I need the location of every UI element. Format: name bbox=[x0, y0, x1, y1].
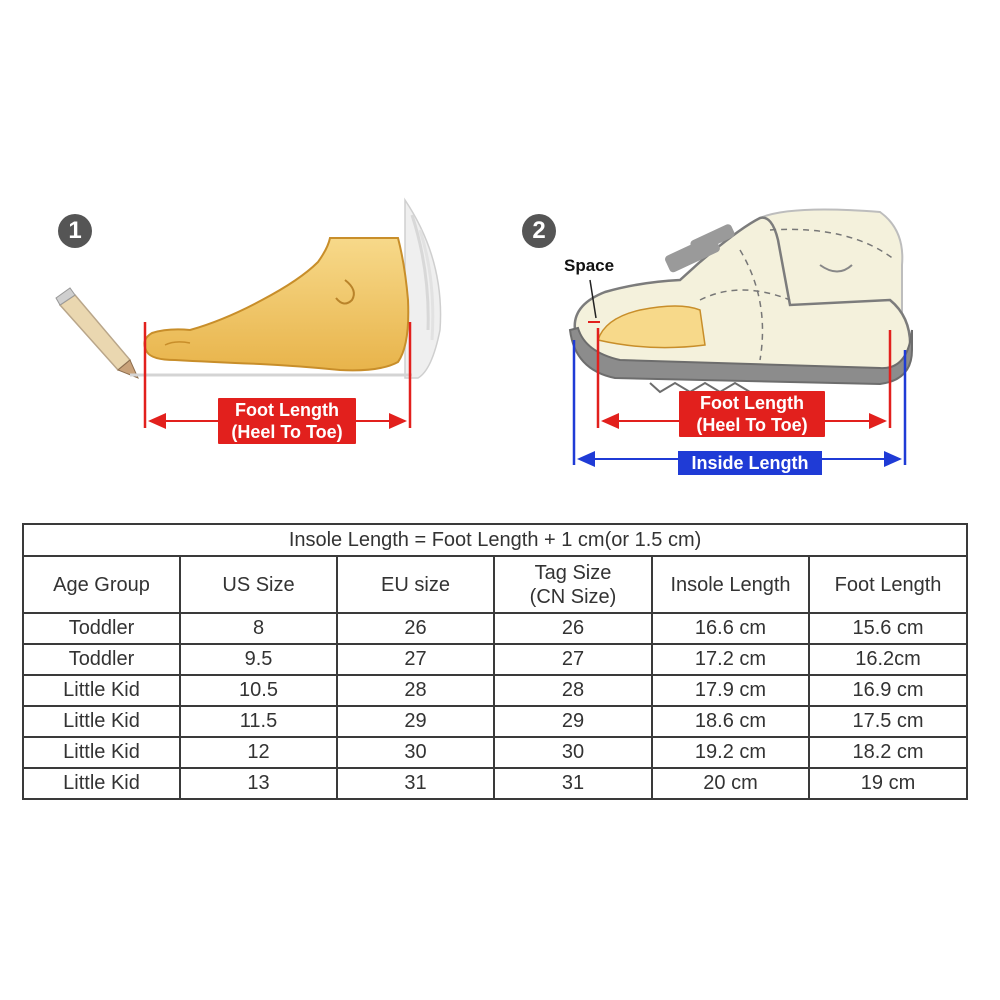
shoe-foot-length-label-line2: (Heel To Toe) bbox=[696, 415, 808, 435]
cell-us: 12 bbox=[179, 736, 338, 769]
cell-us: 10.5 bbox=[179, 674, 338, 707]
shoe-foot-length-label: Foot Length (Heel To Toe) bbox=[679, 391, 825, 437]
cell-foot: 18.2 cm bbox=[807, 736, 969, 769]
cell-insole: 16.6 cm bbox=[651, 612, 810, 645]
shoe-icon bbox=[568, 208, 913, 394]
table-row: Little Kid 12 30 30 19.2 cm 18.2 cm bbox=[22, 736, 969, 769]
cell-tag: 31 bbox=[493, 767, 653, 800]
table-row: Little Kid 13 31 31 20 cm 19 cm bbox=[22, 767, 969, 800]
cell-us: 9.5 bbox=[179, 643, 338, 676]
header-insole-length: Insole Length bbox=[651, 555, 810, 614]
header-us-size: US Size bbox=[179, 555, 338, 614]
cell-us: 13 bbox=[179, 767, 338, 800]
cell-us: 11.5 bbox=[179, 705, 338, 738]
cell-insole: 17.9 cm bbox=[651, 674, 810, 707]
cell-age: Little Kid bbox=[22, 736, 181, 769]
cell-age: Little Kid bbox=[22, 767, 181, 800]
cell-insole: 17.2 cm bbox=[651, 643, 810, 676]
cell-tag: 30 bbox=[493, 736, 653, 769]
table-row: Little Kid 11.5 29 29 18.6 cm 17.5 cm bbox=[22, 705, 969, 738]
header-row: Age Group US Size EU size Tag Size (CN S… bbox=[22, 555, 969, 614]
inside-length-label: Inside Length bbox=[678, 451, 822, 475]
space-label: Space bbox=[564, 256, 615, 275]
table-row: Toddler 9.5 27 27 17.2 cm 16.2cm bbox=[22, 643, 969, 676]
cell-foot: 16.9 cm bbox=[807, 674, 969, 707]
cell-us: 8 bbox=[179, 612, 338, 645]
step-two-badge: 2 bbox=[522, 214, 556, 248]
formula-row: Insole Length = Foot Length + 1 cm(or 1.… bbox=[21, 523, 969, 557]
foot-length-label-line1: Foot Length bbox=[235, 400, 339, 420]
table-row: Toddler 8 26 26 16.6 cm 15.6 cm bbox=[22, 612, 969, 645]
step-one-badge: 1 bbox=[58, 214, 92, 248]
cell-eu: 29 bbox=[336, 705, 495, 738]
cell-foot: 17.5 cm bbox=[807, 705, 969, 738]
cell-age: Toddler bbox=[22, 643, 181, 676]
cell-eu: 31 bbox=[336, 767, 495, 800]
cell-foot: 19 cm bbox=[807, 767, 969, 800]
cell-age: Little Kid bbox=[22, 674, 181, 707]
cell-eu: 26 bbox=[336, 612, 495, 645]
cell-age: Toddler bbox=[22, 612, 181, 645]
cell-eu: 28 bbox=[336, 674, 495, 707]
cell-age: Little Kid bbox=[22, 705, 181, 738]
measurement-illustrations bbox=[55, 197, 913, 467]
pencil-icon bbox=[55, 287, 139, 379]
table-row: Little Kid 10.5 28 28 17.9 cm 16.9 cm bbox=[22, 674, 969, 707]
cell-eu: 27 bbox=[336, 643, 495, 676]
cell-tag: 26 bbox=[493, 612, 653, 645]
space-indicator bbox=[588, 279, 600, 323]
header-tag-size-line2: (CN Size) bbox=[529, 585, 617, 608]
cell-tag: 29 bbox=[493, 705, 653, 738]
cell-insole: 19.2 cm bbox=[651, 736, 810, 769]
foot-icon bbox=[143, 237, 410, 372]
cell-insole: 18.6 cm bbox=[651, 705, 810, 738]
cell-foot: 16.2cm bbox=[807, 643, 969, 676]
cell-insole: 20 cm bbox=[651, 767, 810, 800]
size-chart-table: Insole Length = Foot Length + 1 cm(or 1.… bbox=[21, 523, 969, 800]
header-tag-size: Tag Size (CN Size) bbox=[493, 555, 653, 614]
cell-tag: 27 bbox=[493, 643, 653, 676]
cell-foot: 15.6 cm bbox=[807, 612, 969, 645]
header-age-group: Age Group bbox=[22, 555, 181, 614]
formula-text: Insole Length = Foot Length + 1 cm(or 1.… bbox=[21, 523, 969, 557]
header-eu-size: EU size bbox=[336, 555, 495, 614]
wall-icon bbox=[130, 197, 442, 379]
cell-tag: 28 bbox=[493, 674, 653, 707]
cell-eu: 30 bbox=[336, 736, 495, 769]
foot-length-label-line2: (Heel To Toe) bbox=[231, 422, 343, 442]
shoe-foot-length-label-line1: Foot Length bbox=[700, 393, 804, 413]
header-tag-size-line1: Tag Size bbox=[534, 561, 612, 584]
header-foot-length: Foot Length bbox=[807, 555, 969, 614]
foot-length-label: Foot Length (Heel To Toe) bbox=[218, 398, 356, 444]
